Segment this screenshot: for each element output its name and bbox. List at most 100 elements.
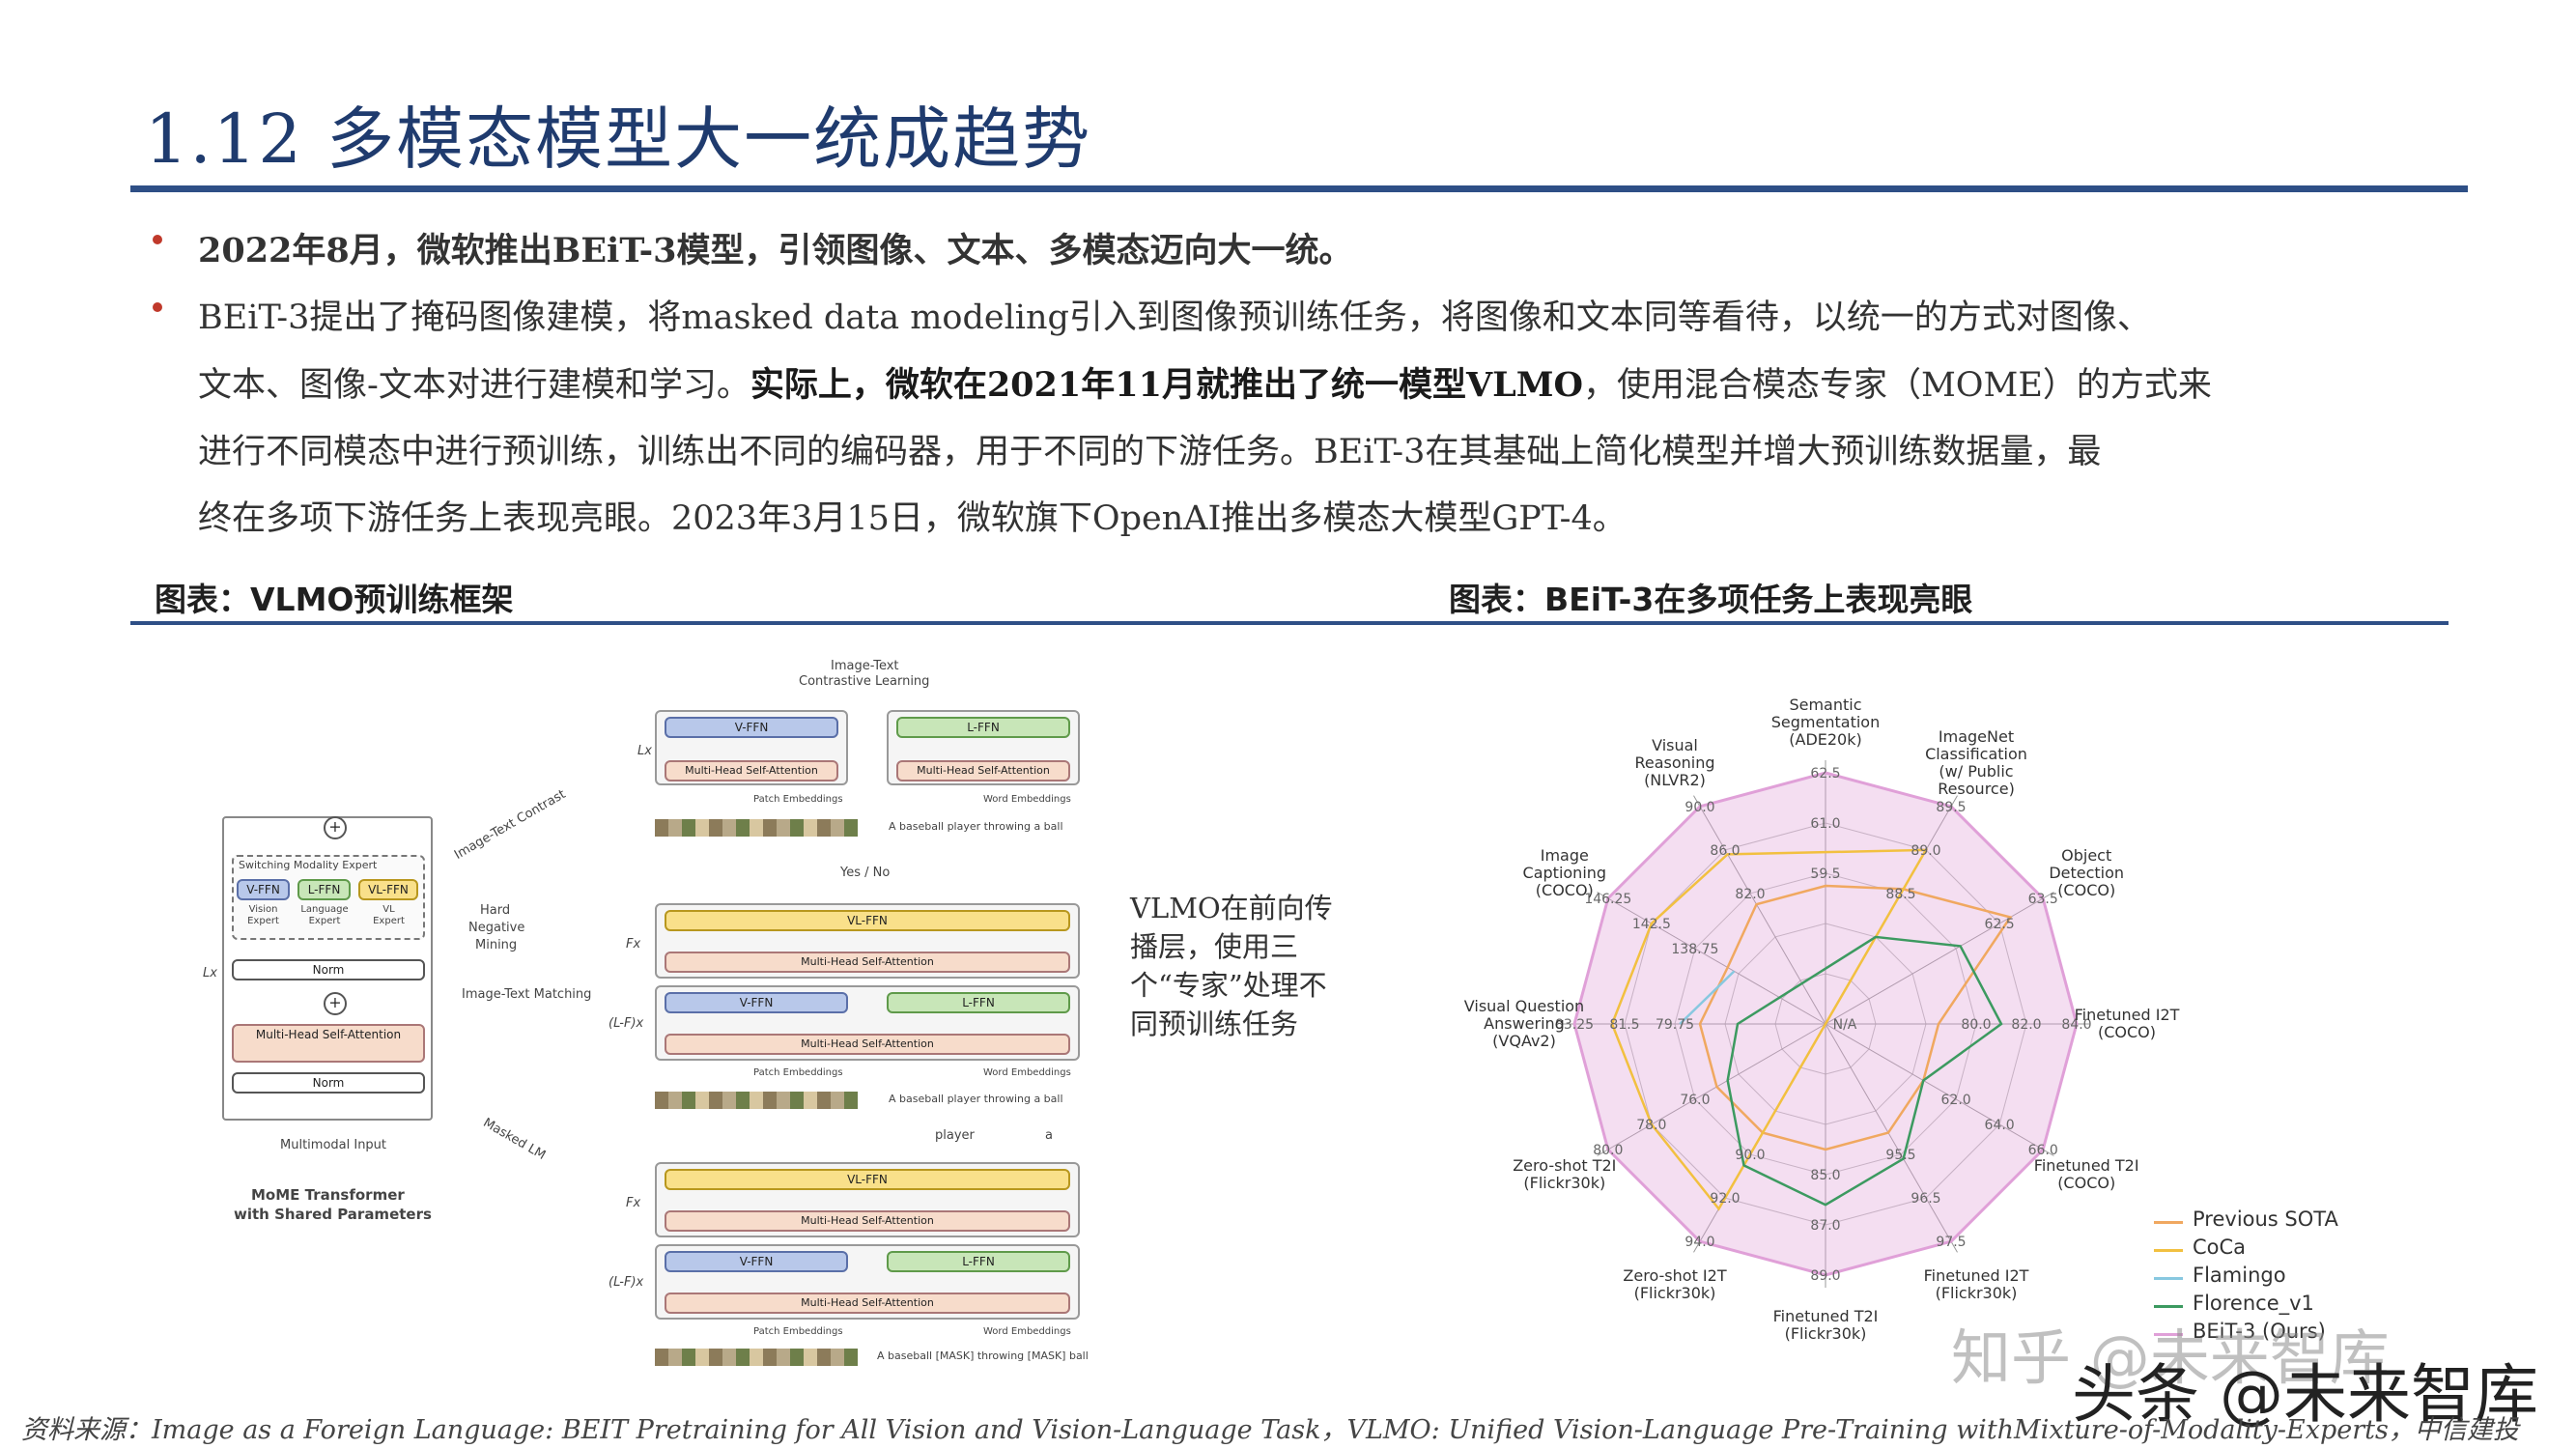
mhsa-box: Multi-Head Self-Attention	[665, 952, 1070, 973]
legend-item: CoCa	[2193, 1236, 2247, 1259]
tick-label: 86.0	[1710, 843, 1740, 859]
mome-name-2: with Shared Parameters	[234, 1206, 432, 1223]
axis-label: Detection	[2049, 864, 2124, 882]
mlm-output-2: a	[1045, 1128, 1053, 1143]
right-figure-caption: 图表：BEiT-3在多项任务上表现亮眼	[1449, 581, 1973, 618]
tick-label: 89.0	[1911, 843, 1940, 859]
tick-label: 97.5	[1936, 1235, 1966, 1250]
left-figure-caption: 图表：VLMO预训练框架	[155, 581, 514, 618]
norm-box: Norm	[232, 959, 425, 980]
axis-label: (COCO)	[2098, 1023, 2156, 1041]
l-ffn-box: L-FFN	[297, 879, 351, 900]
tick-label: 59.5	[1810, 867, 1840, 882]
title-divider	[130, 185, 2468, 192]
axis-spoke	[1693, 795, 1826, 1025]
tick-label: 96.5	[1911, 1191, 1940, 1207]
bullet-2-line2: 文本、图像-文本对进行建模和学习。实际上，微软在2021年11月就推出了统一模型…	[198, 365, 2212, 405]
axis-label: Visual	[1652, 736, 1698, 754]
caption-divider	[130, 621, 2449, 625]
patch-embeddings-label: Patch Embeddings	[753, 1067, 843, 1078]
l-ffn-box: L-FFN	[887, 992, 1070, 1013]
mome-block	[222, 816, 433, 1121]
tick-label: 80.0	[1593, 1143, 1623, 1158]
mhsa-box: Multi-Head Self-Attention	[665, 1210, 1070, 1232]
axis-label: (Flickr30k)	[1785, 1324, 1867, 1343]
v-ffn-box: V-FFN	[665, 992, 848, 1013]
axis-label: Answering	[1484, 1014, 1565, 1033]
tick-label: 66.0	[2028, 1143, 2058, 1158]
tick-label: 78.0	[1636, 1118, 1666, 1133]
axis-label: (w/ Public	[1939, 762, 2013, 781]
axis-spoke	[1825, 892, 2054, 1025]
tick-label: 85.0	[1810, 1168, 1840, 1183]
fx-label: Fx	[626, 1196, 641, 1210]
word-embeddings-label: Word Embeddings	[983, 1067, 1071, 1078]
axis-spoke	[1597, 1023, 1826, 1156]
bullet-2-line3: 进行不同模态中进行预训练，训练出不同的编码器，用于不同的下游任务。BEiT-3在…	[198, 433, 2102, 471]
axis-label: (COCO)	[2057, 881, 2115, 899]
legend-swatch	[2154, 1221, 2183, 1224]
vl-ffn-box: VL-FFN	[665, 910, 1070, 931]
watermark-toutiao: 头条 @未来智库	[2072, 1357, 2538, 1432]
axis-label: Finetuned I2T	[1924, 1266, 2029, 1285]
mlm-output-1: player	[935, 1128, 975, 1143]
mining-label: Mining	[475, 938, 518, 952]
axis-label: (NLVR2)	[1644, 771, 1706, 789]
axis-label: Finetuned T2I	[2034, 1156, 2139, 1175]
negative-label: Negative	[468, 921, 525, 935]
tick-label: 62.0	[1941, 1093, 1971, 1108]
tick-label: 89.0	[1810, 1268, 1840, 1284]
v-ffn-box: V-FFN	[237, 879, 290, 900]
axis-spoke	[1825, 1023, 2054, 1156]
tick-label: 146.25	[1584, 892, 1631, 907]
word-embeddings-label: Word Embeddings	[983, 1326, 1071, 1337]
patch-embeddings-label: Patch Embeddings	[753, 794, 843, 805]
v-ffn-box: V-FFN	[665, 1251, 848, 1272]
legend-item: Flamingo	[2193, 1264, 2286, 1287]
itm-output: Yes / No	[840, 866, 891, 880]
image-patches	[655, 819, 858, 837]
axis-label: Zero-shot T2I	[1513, 1156, 1616, 1175]
axis-label: Captioning	[1523, 864, 1607, 882]
tick-label: 61.0	[1810, 816, 1840, 832]
language-expert-label: Language Expert	[300, 904, 349, 926]
add-icon: +	[324, 816, 347, 839]
caption-text: A baseball [MASK] throwing [MASK] ball	[877, 1350, 1089, 1362]
axis-label: (Flickr30k)	[1936, 1284, 2018, 1302]
axis-label: Classification	[1925, 745, 2027, 763]
axis-label: (COCO)	[2057, 1174, 2115, 1192]
series-polygon	[1726, 935, 2003, 1207]
bullet-dot	[153, 235, 162, 244]
axis-label: Visual Question	[1464, 997, 1584, 1015]
lx-label: Lx	[203, 966, 217, 980]
axis-label: (ADE20k)	[1789, 730, 1861, 749]
series-polygon	[1610, 848, 1929, 1211]
tick-label: 62.5	[1810, 766, 1840, 781]
legend-swatch	[2154, 1305, 2183, 1308]
tick-label: 64.0	[1985, 1118, 2015, 1133]
vl-ffn-box: VL-FFN	[665, 1169, 1070, 1190]
mhsa-box: Multi-Head Self-Attention	[665, 1034, 1070, 1055]
hard-label: Hard	[480, 903, 511, 918]
l-ffn-box: L-FFN	[887, 1251, 1070, 1272]
source-note: 资料来源：Image as a Foreign Language: BEIT P…	[21, 1415, 2519, 1445]
bullet-2-line1: BEiT-3提出了掩码图像建模，将masked data modeling引入到…	[198, 298, 2151, 337]
add-icon: +	[324, 992, 347, 1015]
legend-item: Florence_v1	[2193, 1292, 2314, 1315]
mhsa-box: Multi-Head Self-Attention	[896, 760, 1070, 781]
legend-swatch	[2154, 1277, 2183, 1280]
axis-label: ImageNet	[1939, 727, 2014, 746]
patch-embeddings-label: Patch Embeddings	[753, 1326, 843, 1337]
axis-label: Zero-shot I2T	[1623, 1266, 1726, 1285]
tick-label: 88.5	[1885, 887, 1915, 902]
watermark-zhihu: 知乎 @未来智库	[1951, 1322, 2390, 1393]
axis-label: Object	[2061, 846, 2111, 865]
vlmo-note: VLMO在前向传播层，使用三个“专家”处理不同预训练任务	[1130, 892, 1333, 1040]
tick-label: 81.5	[1609, 1017, 1639, 1033]
bullet-2: BEiT-3提出了掩码图像建模，将masked data modeling引入到…	[198, 285, 2449, 553]
tick-label: 90.0	[1735, 1148, 1765, 1163]
tick-label: 138.75	[1671, 942, 1718, 957]
lfx-label: (L-F)x	[609, 1016, 644, 1031]
axis-label: Segmentation	[1771, 713, 1880, 731]
